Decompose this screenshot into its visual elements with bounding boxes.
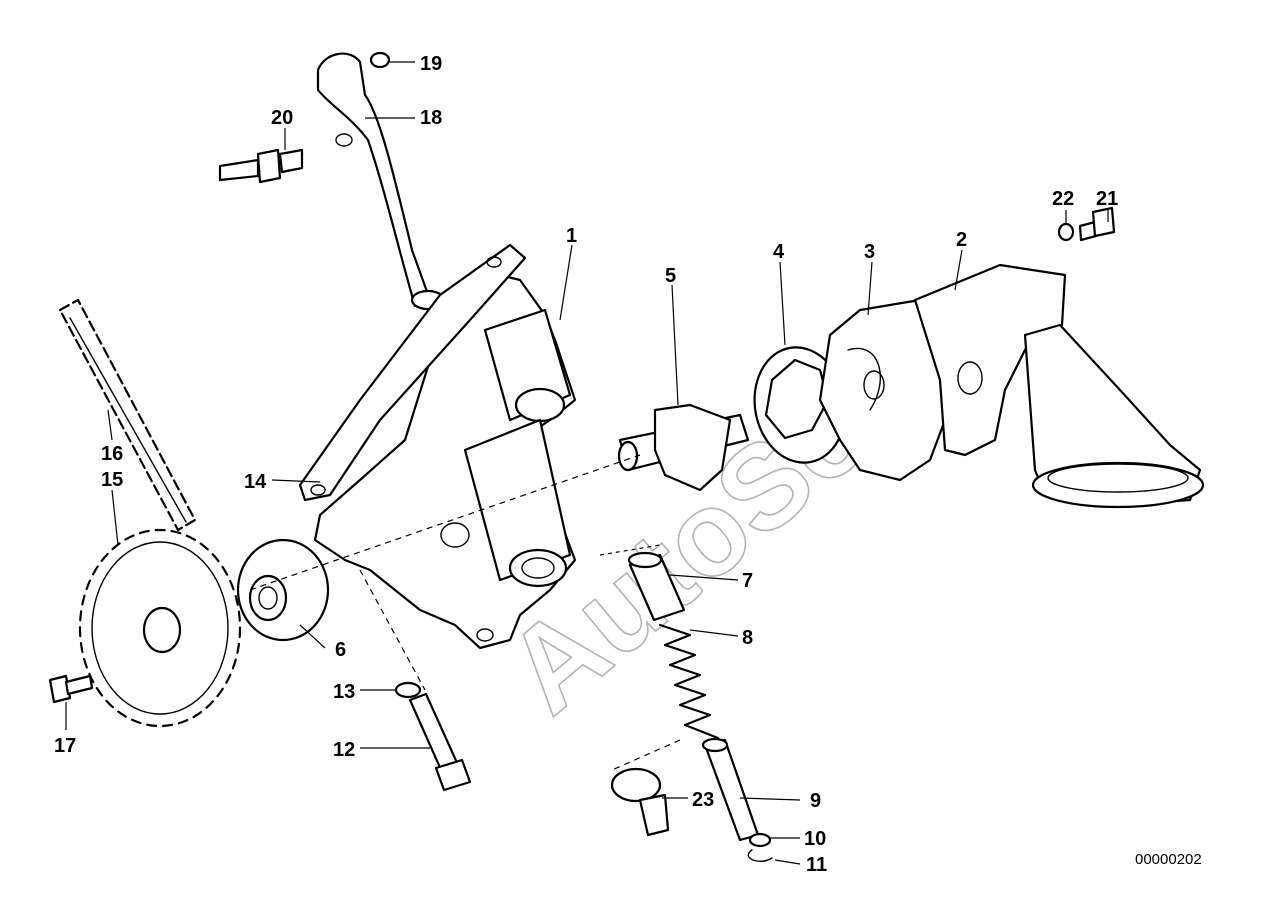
part-3-cover bbox=[818, 298, 952, 482]
part-20-bolt bbox=[218, 148, 304, 184]
part-10-washer bbox=[748, 832, 772, 848]
part-6-flange bbox=[236, 538, 330, 642]
callouts: 1 2 3 4 5 6 7 8 9 10 11 12 13 14 15 16 1… bbox=[54, 53, 1118, 876]
part-22-washer bbox=[1057, 222, 1075, 242]
part-21-bolt bbox=[1078, 206, 1116, 242]
callout-6: 6 bbox=[335, 639, 346, 661]
part-16-chain bbox=[58, 298, 197, 532]
part-14-bracket bbox=[298, 243, 527, 502]
callout-14: 14 bbox=[244, 471, 267, 493]
callout-21: 21 bbox=[1096, 188, 1118, 210]
leader-lines bbox=[65, 61, 1109, 865]
part-17-bolt bbox=[48, 674, 94, 704]
callout-15: 15 bbox=[101, 469, 123, 491]
callout-7: 7 bbox=[742, 570, 753, 592]
part-18-pipe bbox=[316, 52, 446, 311]
drawing-number: 00000202 bbox=[1135, 851, 1202, 868]
callout-19: 19 bbox=[420, 53, 442, 75]
callout-16: 16 bbox=[101, 443, 123, 465]
callout-2: 2 bbox=[956, 229, 967, 251]
part-11-circlip bbox=[747, 849, 773, 862]
callout-17: 17 bbox=[54, 735, 76, 757]
callout-1: 1 bbox=[566, 225, 577, 247]
callout-11: 11 bbox=[806, 854, 827, 876]
callout-13: 13 bbox=[333, 681, 355, 703]
callout-4: 4 bbox=[773, 241, 785, 263]
callout-10: 10 bbox=[804, 828, 826, 850]
callout-3: 3 bbox=[864, 241, 875, 263]
part-13-washer bbox=[394, 681, 422, 699]
callout-9: 9 bbox=[810, 790, 821, 812]
callout-18: 18 bbox=[420, 107, 442, 129]
part-8-spring bbox=[658, 623, 720, 740]
part-12-bolt bbox=[408, 692, 472, 792]
callout-20: 20 bbox=[271, 107, 293, 129]
callout-12: 12 bbox=[333, 739, 355, 761]
callout-22: 22 bbox=[1052, 188, 1074, 210]
callout-8: 8 bbox=[742, 627, 753, 649]
part-15-sprocket bbox=[78, 528, 242, 728]
part-23-plug bbox=[610, 767, 670, 837]
callout-5: 5 bbox=[665, 265, 676, 287]
part-19-o-ring bbox=[369, 51, 391, 69]
part-7-piston bbox=[627, 551, 686, 622]
callout-23: 23 bbox=[692, 789, 714, 811]
part-1-pump-housing bbox=[313, 273, 577, 650]
part-2-strainer-housing bbox=[913, 263, 1205, 509]
